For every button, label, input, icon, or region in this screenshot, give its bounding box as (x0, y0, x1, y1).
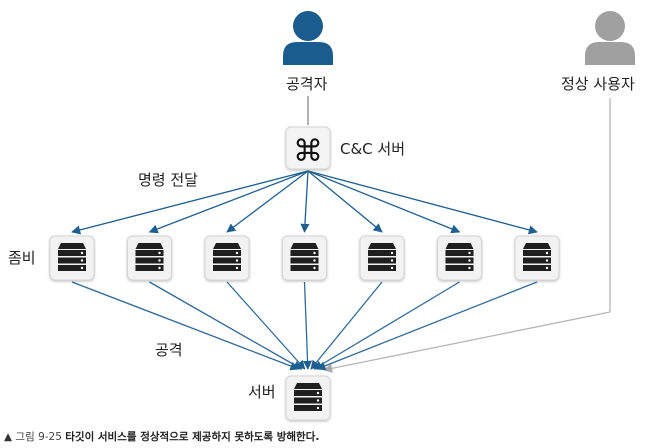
command-label: 명령 전달 (138, 171, 198, 189)
caption-figure-number: 그림 9-25 (15, 431, 62, 443)
attack-line-4 (302, 281, 313, 370)
target-server-icon (285, 375, 331, 421)
attack-line-2 (149, 281, 303, 370)
attacker-label: 공격자 (286, 75, 328, 93)
target-server-box (285, 375, 331, 421)
figure-caption: ▲ 그림 9-25 타깃이 서비스를 정상적으로 제공하지 못하도록 방해한다. (4, 429, 319, 444)
attack-line-3 (226, 281, 306, 370)
caption-marker: ▲ (4, 431, 13, 443)
attack-label: 공격 (155, 341, 183, 359)
target-server-label: 서버 (248, 383, 276, 401)
zombie-server-icon-7 (514, 235, 560, 281)
cnc-server-label: C&C 서버 (340, 140, 406, 158)
caption-text: 타깃이 서비스를 정상적으로 제공하지 못하도록 방해한다. (65, 431, 320, 443)
command-arrow-3 (226, 170, 309, 233)
command-arrow-6 (307, 170, 461, 234)
attack-line-5 (310, 281, 383, 370)
command-arrow-2 (148, 170, 309, 234)
attack-lines (71, 281, 538, 371)
zombie-label: 좀비 (8, 249, 36, 267)
attacker-person-icon (283, 11, 333, 65)
command-key-icon (285, 126, 331, 170)
normal-user-label: 정상 사용자 (561, 75, 635, 93)
command-arrow-5 (307, 170, 383, 233)
attack-line-7 (316, 281, 538, 371)
normal-user-request-line (323, 98, 611, 373)
zombie-server-icon-6 (437, 235, 482, 281)
command-arrow-7 (307, 170, 538, 235)
zombie-server-icon-5 (359, 235, 405, 281)
command-arrows (71, 170, 538, 235)
attack-line-1 (71, 281, 300, 371)
zombie-server-icon-4 (282, 235, 327, 281)
normal-user-person-icon (585, 11, 635, 65)
command-arrow-1 (71, 170, 309, 235)
zombie-server-icon-2 (127, 235, 172, 281)
zombie-group (49, 235, 560, 281)
command-arrow-4 (300, 170, 310, 233)
attack-line-6 (313, 281, 460, 370)
zombie-server-icon-1 (49, 235, 95, 281)
command-key-glyph: ⌘ (293, 134, 323, 169)
zombie-server-icon-3 (204, 235, 250, 281)
